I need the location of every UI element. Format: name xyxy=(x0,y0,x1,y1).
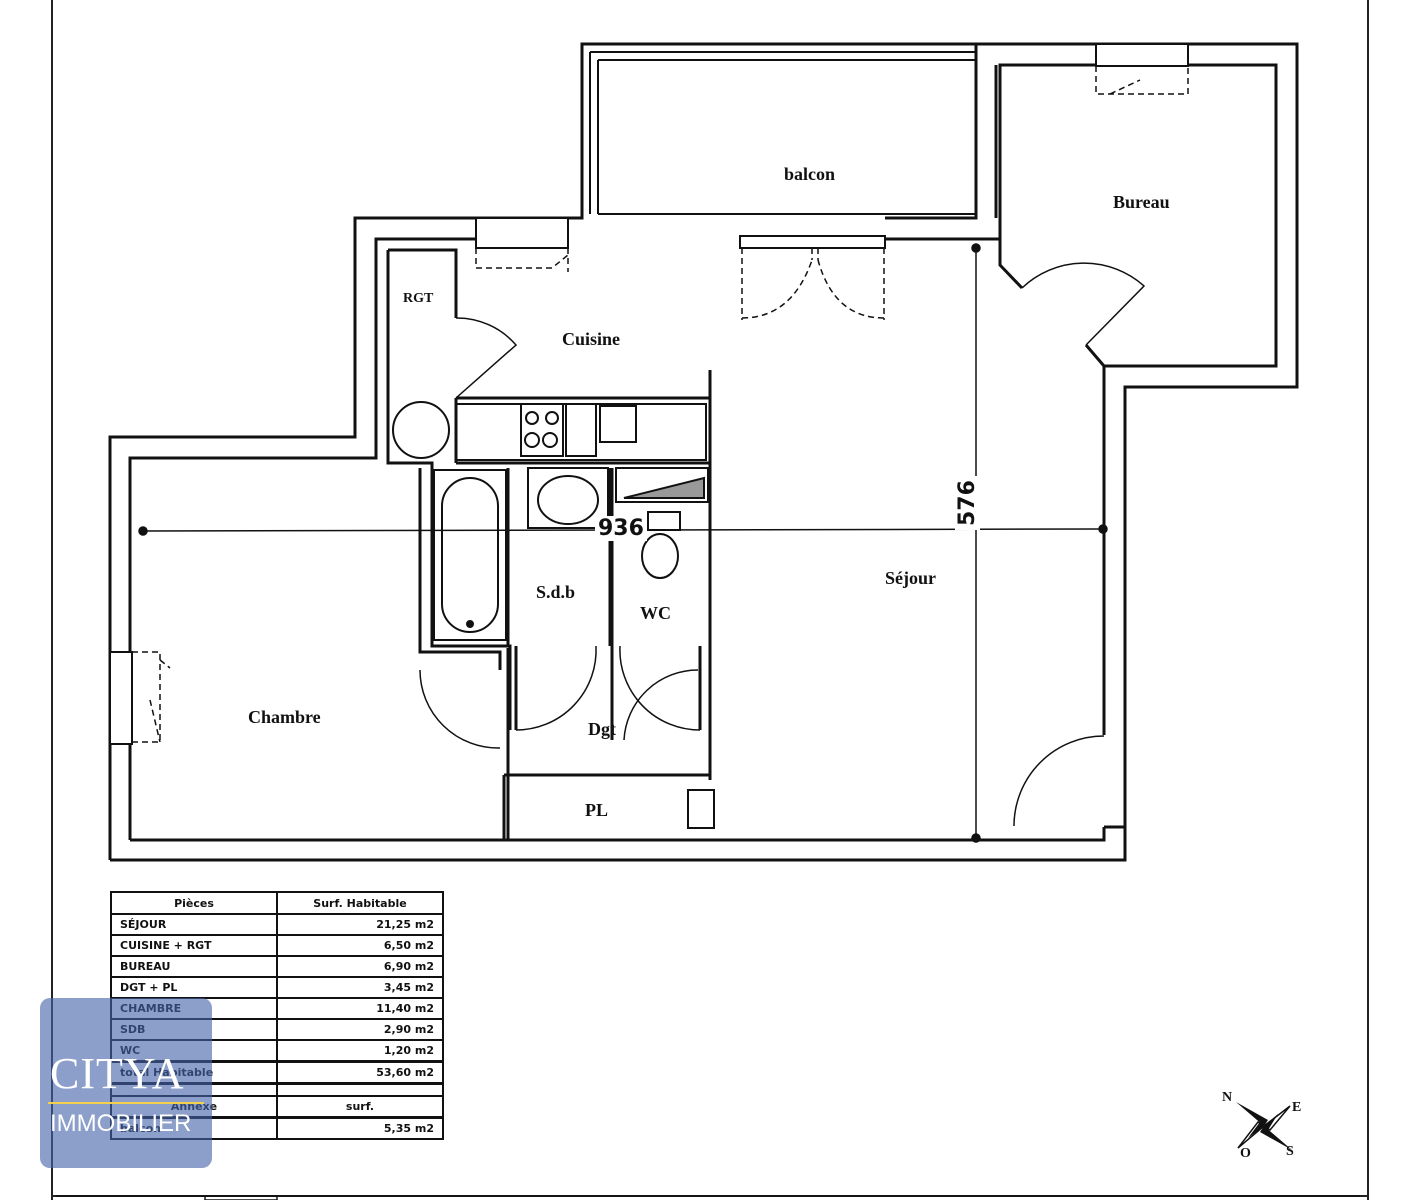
logo-rule xyxy=(48,1102,204,1104)
row-name: SÉJOUR xyxy=(110,913,278,936)
dimension-width: 936 xyxy=(595,516,647,541)
total-value: 53,60 m2 xyxy=(276,1060,444,1085)
water-heater xyxy=(392,401,450,459)
row-value: 1,20 m2 xyxy=(276,1039,444,1063)
table-header-pieces: Pièces xyxy=(110,891,278,915)
table-header-surface: Surf. Habitable xyxy=(276,891,444,915)
room-label-balcon: balcon xyxy=(784,164,836,184)
room-label-cuisine: Cuisine xyxy=(562,329,621,349)
row-value: 6,90 m2 xyxy=(276,955,444,978)
row-value: 21,25 m2 xyxy=(276,913,444,936)
annex-value: 5,35 m2 xyxy=(276,1116,444,1140)
compass-e: E xyxy=(1292,1100,1302,1115)
dimension-depth: 576 xyxy=(955,476,980,530)
compass-star-icon xyxy=(1236,1102,1292,1150)
fixtures xyxy=(392,401,715,829)
logo-brand: CITYA xyxy=(50,1049,185,1098)
exterior-walls xyxy=(108,42,1299,862)
row-name: BUREAU xyxy=(110,955,278,978)
toilet xyxy=(641,533,679,579)
meter-box xyxy=(687,789,715,829)
room-label-dgt: Dgt xyxy=(588,719,616,739)
room-label-wc: WC xyxy=(640,603,671,623)
room-label-sdb: S.d.b xyxy=(536,582,576,602)
interior-walls xyxy=(386,218,1106,840)
sink xyxy=(599,405,637,443)
room-label-sejour: Séjour xyxy=(885,568,936,588)
compass-n: N xyxy=(1222,1090,1233,1105)
balcony-outline xyxy=(581,44,976,218)
row-name: DGT + PL xyxy=(110,976,278,999)
room-label-bureau: Bureau xyxy=(1113,192,1170,212)
compass-rose-icon: N E S O xyxy=(1218,1090,1308,1162)
room-label-rgt: RGT xyxy=(403,291,434,306)
room-label-pl: PL xyxy=(585,800,609,820)
row-value: 11,40 m2 xyxy=(276,997,444,1020)
compass-s: S xyxy=(1286,1144,1294,1159)
logo-subtitle: IMMOBILIER xyxy=(50,1110,192,1137)
title-strip xyxy=(56,1195,1360,1200)
row-name: CUISINE + RGT xyxy=(110,934,278,957)
dimension-lines xyxy=(138,243,1108,843)
window-swings xyxy=(132,66,1189,743)
door-swings xyxy=(419,262,1146,827)
compass-o: O xyxy=(1240,1146,1251,1161)
bathtub xyxy=(433,469,507,641)
row-value: 6,50 m2 xyxy=(276,934,444,957)
row-value: 3,45 m2 xyxy=(276,976,444,999)
citya-logo-watermark: CITYA IMMOBILIER xyxy=(40,998,212,1168)
drainer xyxy=(565,403,597,457)
annex-header-surface: surf. xyxy=(276,1095,444,1119)
windows xyxy=(109,43,1189,745)
washbasin xyxy=(527,467,609,529)
row-value: 2,90 m2 xyxy=(276,1018,444,1041)
room-label-chambre: Chambre xyxy=(248,707,321,727)
hob xyxy=(520,403,564,457)
shelf xyxy=(615,467,709,503)
